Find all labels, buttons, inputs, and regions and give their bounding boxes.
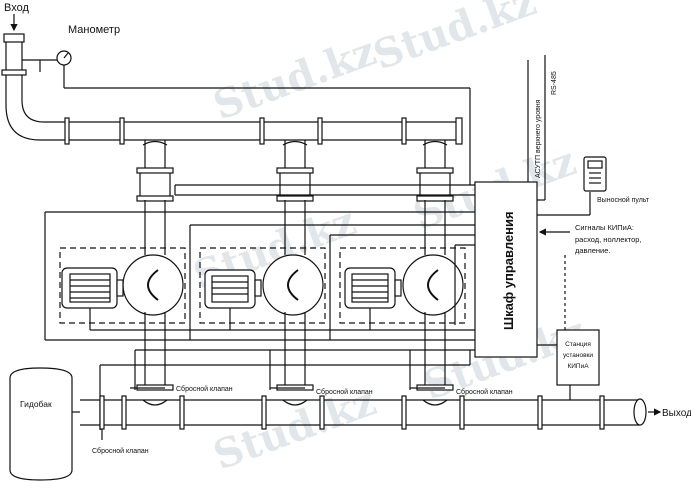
relief-valve-label-2: Сбросной клапан (316, 388, 373, 396)
remote-panel-label: Выносной пульт (597, 196, 650, 204)
kipia-station-label-2: установки (563, 352, 593, 359)
relief-valve-label-1: Сбросной клапан (176, 385, 233, 393)
control-cabinet-label: Шкаф управления (501, 211, 516, 330)
outlet-pipe (80, 395, 647, 430)
rs485-label: RS-485 (551, 71, 558, 95)
inlet-pipe (1, 33, 460, 141)
pump-enclosures (59, 247, 466, 324)
control-cabinet (474, 181, 538, 358)
upper-pipe-flanges (64, 117, 463, 145)
pump-unit-3 (344, 140, 464, 406)
inlet-label: Вход (4, 2, 29, 14)
scada-link (527, 55, 591, 216)
relief-valve-tank-label: Сбросной клапан (92, 447, 149, 455)
pump-unit-1 (61, 140, 184, 406)
pressure-gauge (22, 50, 471, 185)
remote-panel (583, 156, 607, 192)
hydro-tank-label: Гидобак (20, 399, 52, 409)
watermark-text: Stud.kz (367, 0, 542, 79)
scada-label: АСУТП верхнего уровня (535, 99, 542, 178)
relief-valve-label-3: Сбросной клапан (456, 388, 513, 396)
kipia-station (556, 329, 600, 386)
kipia-detail-1: расход, ноллектор, (575, 235, 642, 244)
outlet-label: Выход (662, 408, 691, 419)
pressure-gauge-label: Манометр (68, 24, 120, 36)
kipia-station-label-1: Станция (565, 341, 591, 348)
control-wiring (44, 184, 475, 430)
hydro-tank (9, 367, 80, 481)
watermark-text: Stud.kz (207, 28, 382, 130)
kipia-detail-2: давление. (575, 246, 611, 255)
kipia-station-label-3: КИПиА (567, 363, 589, 370)
kipia-signals-label: Сигналы КИПиА: (575, 223, 634, 232)
